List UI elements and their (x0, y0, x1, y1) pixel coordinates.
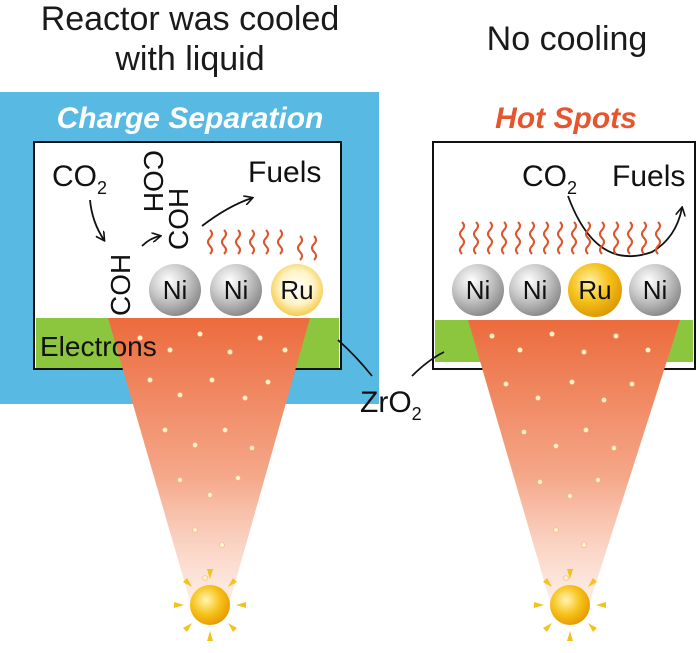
left-heading-line2: with liquid (114, 40, 264, 78)
left-arrow-to-fuels (201, 198, 252, 227)
left-coh-diagonal: COH (138, 150, 169, 212)
left-atom-ni-1: Ni (149, 264, 201, 316)
left-atom-ru: Ru (271, 264, 323, 316)
left-arrow-coh-up (141, 236, 160, 247)
left-heat-waves (207, 229, 317, 261)
sun-icon (534, 569, 606, 641)
right-atom-ni-1: Ni (452, 264, 504, 316)
right-curved-arrow (567, 195, 682, 257)
svg-text:Ni: Ni (163, 275, 188, 305)
svg-text:Ru: Ru (578, 275, 611, 305)
left-electrons-label: Electrons (40, 331, 157, 362)
sun-icon (174, 569, 246, 641)
zro2-label: ZrO2 (360, 386, 422, 424)
left-co2-label: CO2 (52, 160, 107, 198)
right-fuels-label: Fuels (612, 160, 685, 193)
left-fuels-label: Fuels (248, 156, 321, 189)
right-atom-ni-2: Ni (509, 264, 561, 316)
right-atom-ru: Ru (568, 263, 622, 317)
svg-text:Ni: Ni (466, 275, 491, 305)
right-beam-dots (489, 331, 651, 581)
left-coh-vertical-lower: COH (105, 254, 136, 316)
svg-text:Ni: Ni (643, 275, 668, 305)
left-coh-vertical-upper: COH (163, 188, 194, 250)
right-heat-waves (459, 221, 661, 255)
right-light-beam (468, 320, 680, 608)
zro2-leader-left (337, 339, 373, 377)
svg-text:Ni: Ni (224, 275, 249, 305)
right-heading: No cooling (487, 20, 648, 58)
left-light-beam (108, 318, 310, 608)
left-beam-dots (137, 331, 288, 581)
right-co2-label: CO2 (522, 160, 577, 198)
left-heading-line1: Reactor was cooled (41, 0, 340, 38)
right-banner-hot-spots: Hot Spots (495, 102, 637, 135)
zro2-leader-right (411, 351, 445, 377)
svg-text:Ru: Ru (280, 275, 313, 305)
svg-text:Ni: Ni (523, 275, 548, 305)
right-atom-ni-3: Ni (629, 264, 681, 316)
left-arrow-co2-to-coh (89, 199, 104, 240)
left-atom-ni-2: Ni (210, 264, 262, 316)
left-banner-charge-separation: Charge Separation (57, 102, 324, 135)
